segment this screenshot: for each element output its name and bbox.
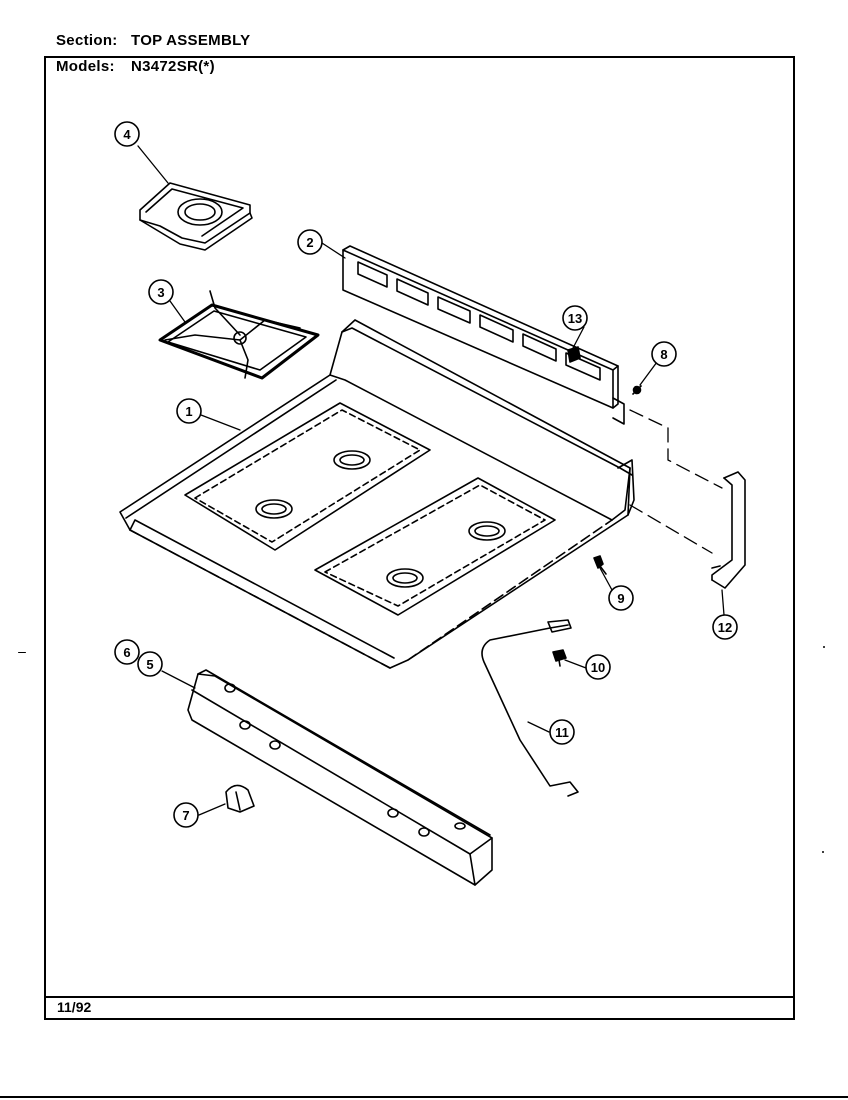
part-8-screw <box>632 385 642 395</box>
callout-8: 8 <box>660 347 667 362</box>
part-10-screw <box>552 649 567 667</box>
assembly-guide-lines <box>629 409 723 554</box>
callout-11-circle <box>549 719 575 745</box>
callout-4: 4 <box>123 127 131 142</box>
callout-8-circle <box>651 341 677 367</box>
part-7-knob <box>225 784 255 813</box>
callout-5: 5 <box>146 657 153 672</box>
callout-11: 11 <box>555 725 569 740</box>
callout-2-circle <box>297 229 323 255</box>
callout-12: 12 <box>718 620 732 635</box>
part-2-vent-trim <box>342 245 625 425</box>
callout-13: 13 <box>568 311 582 326</box>
part-3-burner-grate <box>158 290 320 380</box>
callout-10: 10 <box>591 660 605 675</box>
callout-7: 7 <box>182 808 189 823</box>
section-title: TOP ASSEMBLY <box>131 32 251 49</box>
part-9-screw <box>593 555 607 575</box>
callout-6-circle <box>114 639 140 665</box>
callout-13-circle <box>562 305 588 331</box>
page-bottom-edge <box>0 1096 848 1098</box>
part-1-cooktop <box>119 319 635 669</box>
scan-speck <box>823 646 825 648</box>
callout-2: 2 <box>306 235 313 250</box>
part-13-clip <box>567 346 581 363</box>
models-label: Models: <box>56 58 115 75</box>
callout-9: 9 <box>617 591 624 606</box>
part-12-side-trim <box>711 471 746 589</box>
callout-9-circle <box>608 585 634 611</box>
part-4-drip-tray <box>139 182 253 251</box>
section-label: Section: <box>56 32 118 49</box>
callout-3-circle <box>148 279 174 305</box>
part-5-manifold-panel <box>187 669 493 886</box>
callout-leader-lines <box>137 145 725 816</box>
callout-12-circle <box>712 614 738 640</box>
callout-4-circle <box>114 121 140 147</box>
model-number: N3472SR(*) <box>131 58 215 75</box>
callout-7-circle <box>173 802 199 828</box>
scan-speck <box>822 851 824 853</box>
callout-1-circle <box>176 398 202 424</box>
callout-1: 1 <box>185 404 192 419</box>
date-code: 11/92 <box>57 999 92 1015</box>
callout-10-circle <box>585 654 611 680</box>
part-11-wire-rod <box>481 619 579 797</box>
callout-5-circle <box>137 651 163 677</box>
footer-divider <box>44 996 795 998</box>
scan-mark <box>18 652 26 653</box>
callout-3: 3 <box>157 285 164 300</box>
callout-6: 6 <box>123 645 130 660</box>
diagram-frame <box>44 56 795 1020</box>
